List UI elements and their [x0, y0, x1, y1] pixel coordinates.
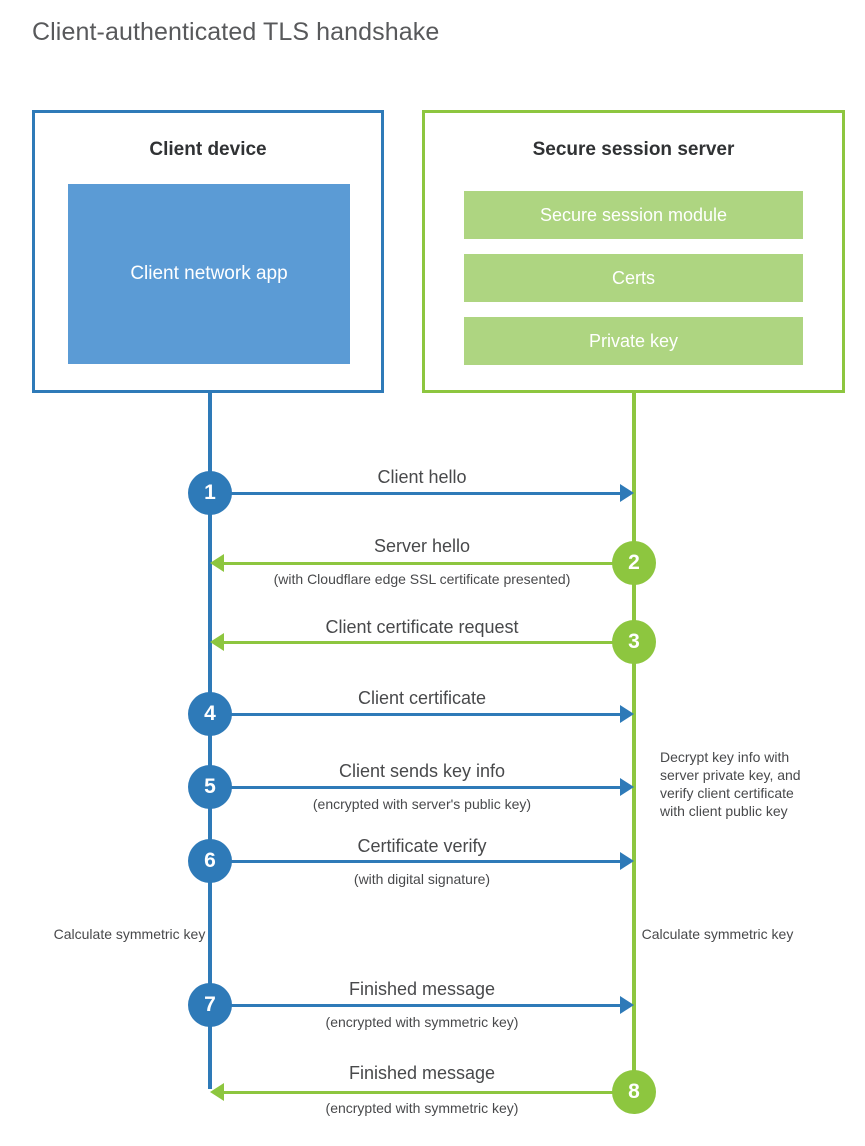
- step-1-arrow-head: [620, 484, 634, 502]
- step-7-label: Finished message: [348, 979, 496, 999]
- step-8-sublabel: (encrypted with symmetric key): [325, 1100, 519, 1116]
- client-device-title: Client device: [149, 139, 267, 160]
- step-7-arrow-line: [210, 1004, 620, 1007]
- step-2-arrow-line: [224, 562, 634, 565]
- step-6-sublabel: (with digital signature): [353, 871, 491, 887]
- step-3-label: Client certificate request: [325, 617, 519, 637]
- server-module-private-key: Private key: [464, 317, 803, 365]
- step-8-arrow-line: [224, 1091, 634, 1094]
- step-5-sublabel: (encrypted with server's public key): [312, 796, 532, 812]
- step-3-marker[interactable]: 3: [612, 620, 656, 664]
- step-3-arrow-line: [224, 641, 634, 644]
- step-2-marker[interactable]: 2: [612, 541, 656, 585]
- step-1-marker[interactable]: 1: [188, 471, 232, 515]
- step-5-arrow-line: [210, 786, 620, 789]
- step-6-label: Certificate verify: [357, 836, 487, 856]
- client-network-app-block: Client network app: [68, 184, 350, 364]
- step-8-marker[interactable]: 8: [612, 1070, 656, 1114]
- server-module-certs: Certs: [464, 254, 803, 302]
- step-3-arrow-head: [210, 633, 224, 651]
- server-lifeline: [632, 393, 636, 1092]
- step-4-arrow-head: [620, 705, 634, 723]
- step-1-arrow-line: [210, 492, 620, 495]
- server-module-secure-session-module: Secure session module: [464, 191, 803, 239]
- step-2-arrow-head: [210, 554, 224, 572]
- step-6-arrow-line: [210, 860, 620, 863]
- step-6-marker[interactable]: 6: [188, 839, 232, 883]
- step-6-arrow-head: [620, 852, 634, 870]
- step-7-marker[interactable]: 7: [188, 983, 232, 1027]
- secure-session-server-box: Secure session server Secure session mod…: [422, 110, 845, 393]
- secure-session-server-title: Secure session server: [532, 139, 735, 160]
- step-1-label: Client hello: [377, 467, 467, 487]
- server-calculate-symmetric-key-note: Calculate symmetric key: [641, 926, 794, 942]
- step-5-label: Client sends key info: [338, 761, 506, 781]
- client-calculate-symmetric-key-note: Calculate symmetric key: [53, 926, 206, 942]
- step-8-arrow-head: [210, 1083, 224, 1101]
- step-4-label: Client certificate: [357, 688, 487, 708]
- step-4-marker[interactable]: 4: [188, 692, 232, 736]
- step-2-sublabel: (with Cloudflare edge SSL certificate pr…: [273, 571, 571, 587]
- step-4-arrow-line: [210, 713, 620, 716]
- step-7-sublabel: (encrypted with symmetric key): [325, 1014, 519, 1030]
- step-5-marker[interactable]: 5: [188, 765, 232, 809]
- page-title: Client-authenticated TLS handshake: [32, 18, 440, 46]
- step-5-arrow-head: [620, 778, 634, 796]
- client-device-box: Client device Client network app: [32, 110, 384, 393]
- server-decrypt-note: Decrypt key info with server private key…: [660, 749, 801, 819]
- client-lifeline: [208, 393, 212, 1089]
- step-8-label: Finished message: [348, 1063, 496, 1083]
- step-2-label: Server hello: [373, 536, 471, 556]
- step-7-arrow-head: [620, 996, 634, 1014]
